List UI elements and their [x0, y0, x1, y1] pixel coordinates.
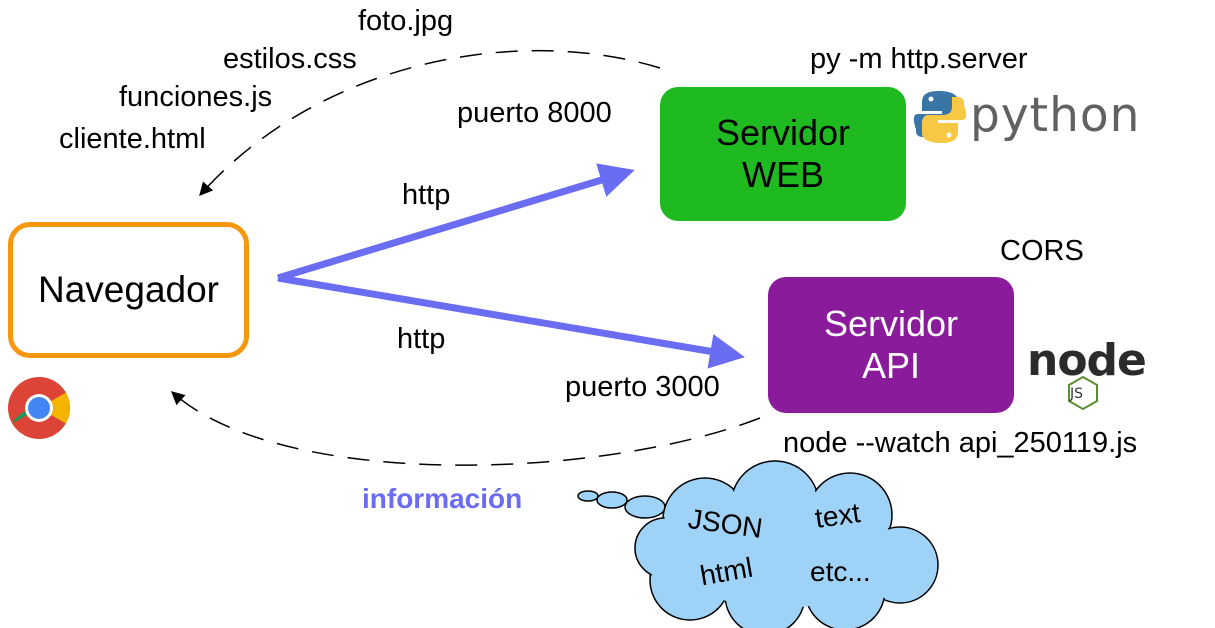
file-label-cliente: cliente.html	[59, 123, 206, 155]
web-server-command: py -m http.server	[810, 43, 1028, 75]
file-label-foto: foto.jpg	[358, 5, 454, 37]
cors-label: CORS	[1000, 235, 1084, 267]
web-server-subtitle: WEB	[741, 154, 824, 195]
nodejs-logo-icon	[1068, 375, 1098, 411]
api-server-port: puerto 3000	[565, 371, 720, 403]
cloud-item-etc: etc...	[810, 556, 871, 587]
api-server-subtitle: API	[861, 345, 921, 386]
information-cloud	[577, 460, 939, 628]
web-server-node: Servidor WEB	[660, 87, 906, 221]
web-server-title: Servidor	[715, 112, 851, 153]
browser-node: Navegador	[8, 222, 249, 358]
nodejs-logo-badge: JS	[1070, 386, 1084, 402]
http-arrow-to-web-server	[276, 163, 635, 282]
web-server-port: puerto 8000	[457, 97, 612, 129]
python-logo-text: python	[970, 88, 1141, 143]
http-arrow-to-api-server	[277, 274, 745, 369]
chrome-icon	[8, 377, 70, 439]
file-label-funciones: funciones.js	[119, 81, 273, 113]
http-label-bottom: http	[397, 323, 446, 355]
information-label: información	[362, 483, 523, 514]
api-server-command: node --watch api_250119.js	[783, 427, 1138, 459]
file-label-estilos: estilos.css	[223, 43, 357, 75]
api-server-title: Servidor	[823, 303, 959, 344]
api-response-dashed-arrow	[170, 391, 761, 466]
http-label-top: http	[402, 179, 451, 211]
nodejs-logo-text: node	[1027, 335, 1147, 386]
cloud-item-text: text	[812, 497, 863, 534]
browser-label: Navegador	[37, 269, 219, 310]
api-server-node: Servidor API	[768, 277, 1014, 413]
python-logo-icon	[913, 91, 967, 143]
